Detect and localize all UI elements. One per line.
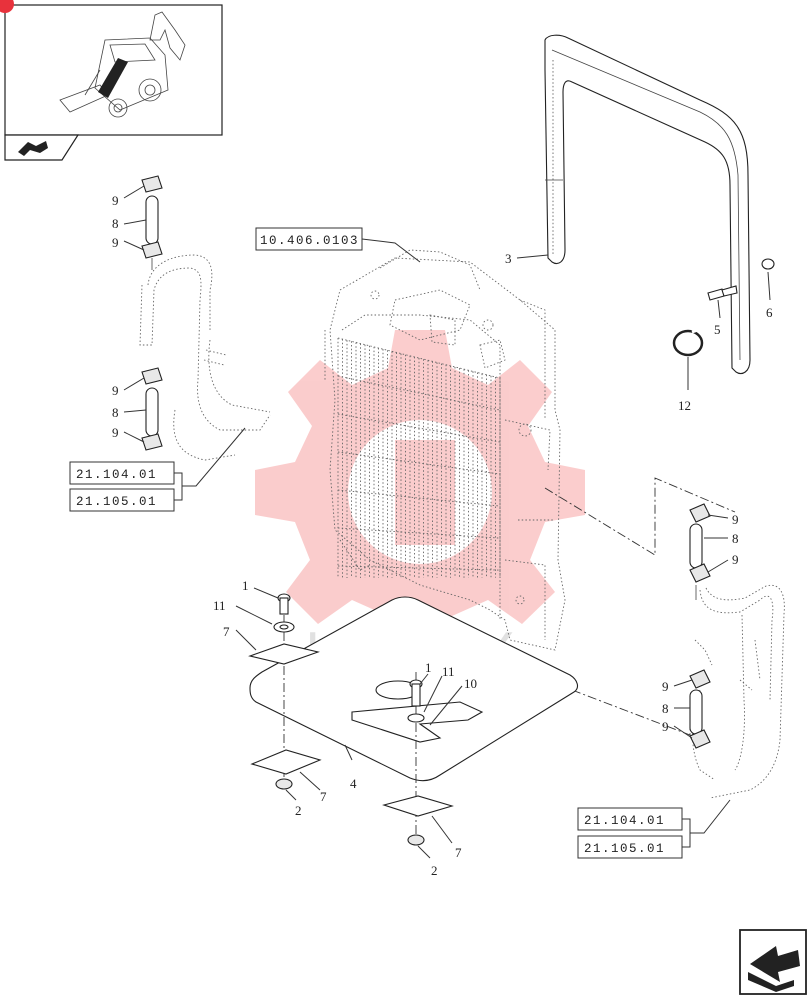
callout-8-d: 8 xyxy=(662,701,669,716)
callout-3: 3 xyxy=(505,251,512,266)
link-left-upper xyxy=(141,175,163,270)
link-right-upper xyxy=(689,503,711,600)
link-right-lower xyxy=(689,669,711,749)
callout-2-b: 2 xyxy=(431,863,438,878)
radiator-core-line xyxy=(337,489,501,507)
radiator-core-line xyxy=(337,565,501,571)
callout-9-a: 9 xyxy=(112,193,119,208)
link-left-lower xyxy=(141,367,163,451)
callout-4: 4 xyxy=(350,776,357,791)
next-page-icon[interactable] xyxy=(739,929,807,995)
callout-11-b: 11 xyxy=(442,664,455,679)
callout-1-b: 1 xyxy=(425,660,432,675)
ref-label-left-b[interactable]: 21.105.01 xyxy=(76,495,157,509)
pad-right-bottom xyxy=(382,795,454,846)
callout-9-f: 9 xyxy=(732,552,739,567)
callout-10: 10 xyxy=(464,676,477,691)
radiator-core-line xyxy=(337,451,501,475)
radiator-core-line xyxy=(337,375,501,411)
nav-arrow-icon[interactable] xyxy=(4,134,80,161)
left-hoses xyxy=(139,254,271,461)
callout-7-b: 7 xyxy=(320,789,327,804)
pin-5 xyxy=(707,285,738,301)
bolt-left xyxy=(248,593,320,665)
callout-8-c: 8 xyxy=(732,531,739,546)
callout-11-a: 11 xyxy=(213,598,226,613)
callout-12: 12 xyxy=(678,398,691,413)
callout-9-h: 9 xyxy=(662,719,669,734)
right-hoses xyxy=(692,584,785,799)
callout-6: 6 xyxy=(766,305,773,320)
radiator-core-line xyxy=(337,527,501,539)
bolt-center xyxy=(407,679,425,723)
callout-9-e: 9 xyxy=(732,512,739,527)
callout-8-b: 8 xyxy=(112,405,119,420)
callout-9-b: 9 xyxy=(112,235,119,250)
clip-6 xyxy=(761,258,775,270)
callout-9-c: 9 xyxy=(112,383,119,398)
radiator-phantom xyxy=(324,249,566,651)
radiator-core xyxy=(337,337,501,578)
pad-left-bottom xyxy=(250,749,322,790)
callout-7-c: 7 xyxy=(455,845,462,860)
callout-8-a: 8 xyxy=(112,216,119,231)
callout-1-a: 1 xyxy=(242,578,249,593)
callout-7-a: 7 xyxy=(223,624,230,639)
ref-label-left-a[interactable]: 21.104.01 xyxy=(76,468,157,482)
callout-5: 5 xyxy=(714,322,721,337)
callout-2-a: 2 xyxy=(295,803,302,818)
callout-9-g: 9 xyxy=(662,679,669,694)
ring-12 xyxy=(672,328,704,357)
cowl-frame xyxy=(544,34,751,375)
page-badge-icon xyxy=(0,0,14,13)
machine-thumbnail xyxy=(4,4,223,136)
ref-label-top[interactable]: 10.406.0103 xyxy=(260,234,359,248)
radiator-core-line xyxy=(337,413,501,443)
ref-label-right-b[interactable]: 21.105.01 xyxy=(584,842,665,856)
callout-9-d: 9 xyxy=(112,425,119,440)
ref-label-right-a[interactable]: 21.104.01 xyxy=(584,814,665,828)
